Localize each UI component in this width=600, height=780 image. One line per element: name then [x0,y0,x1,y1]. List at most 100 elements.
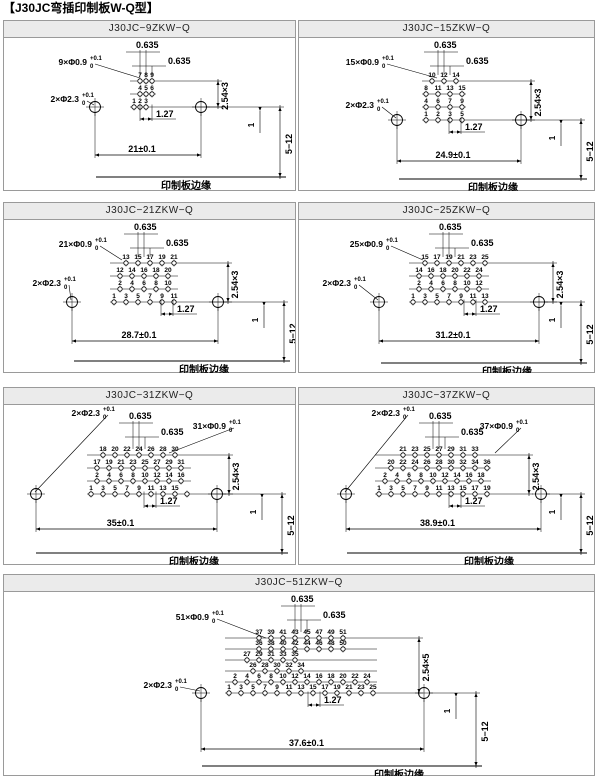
contact-number: 2 [118,280,122,287]
contact-hole [141,273,147,279]
contact-number: 24 [363,673,371,680]
arrowhead [72,339,76,343]
contact-hole [459,117,465,123]
contact-number: 4 [138,85,142,92]
vertical-pitch-label: 2.54×5 [421,654,431,682]
contact-hole [172,491,178,497]
contact-number: 4 [130,280,134,287]
contact-hole [441,78,447,84]
contact-number: 19 [333,684,341,691]
contact-hole [340,679,346,685]
arrowhead [216,81,220,85]
tolerance-upper: +0.1 [354,277,367,283]
contact-number: 29 [255,651,263,658]
contact-hole [256,646,262,652]
contact-number: 30 [273,662,281,669]
contact-number: 13 [159,485,167,492]
contact-hole [442,478,448,484]
contact-hole [165,273,171,279]
contact-number: 2 [436,111,440,118]
contact-hole [184,491,190,497]
contact-number: 45 [303,629,311,636]
contact-hole [424,465,430,471]
contact-number: 33 [279,651,287,658]
contact-number: 5 [136,293,140,300]
contact-number: 10 [279,673,287,680]
contact-number: 16 [177,472,185,479]
contact-hole-label: 25×Φ0.9 [350,239,383,249]
contact-number: 21 [457,254,465,261]
contact-number: 1 [227,684,231,691]
leader-line [216,618,267,639]
contact-number: 18 [477,472,485,479]
contact-number: 20 [164,267,172,274]
contact-hole [316,646,322,652]
contact-hole [149,91,155,97]
pitch-label: 0.635 [134,222,157,232]
contact-number: 1 [377,485,381,492]
contact-hole [435,91,441,97]
overall-width-label: 38.9±0.1 [420,518,455,528]
arrowhead [36,527,40,531]
arrowhead [579,549,583,553]
contact-hole [166,465,172,471]
overall-width-label: 24.9±0.1 [436,150,471,160]
arrowhead [169,312,173,316]
edge-distance-label: 5−12 [585,515,594,535]
contact-number: 9 [425,485,429,492]
vertical-pitch-label: 2.54×3 [531,463,541,491]
contact-hole [382,478,388,484]
contact-hole [154,478,160,484]
contact-hole [478,478,484,484]
contact-hole [484,491,490,497]
contact-hole [436,491,442,497]
contact-hole [292,679,298,685]
panel-title: J30JC−37ZKW−Q [299,388,594,405]
contact-hole-label: 9×Φ0.9 [59,57,88,67]
contact-hole [447,104,453,110]
tolerance-lower: 0 [354,285,358,291]
contact-number: 10 [429,472,437,479]
board-edge-label: 印制板边缘 [179,363,229,373]
arrowhead [559,302,563,306]
contact-hole [153,273,159,279]
contact-number: 21 [170,254,178,261]
contact-number: 21 [399,446,407,453]
contact-hole [136,491,142,497]
contact-number: 7 [125,485,129,492]
tolerance-upper: +0.1 [516,420,529,426]
contact-number: 11 [148,485,155,492]
tolerance-lower: 0 [95,246,99,252]
contact-number: 1 [89,485,93,492]
contact-hole [435,104,441,110]
contact-hole [472,465,478,471]
contact-hole [112,452,118,458]
contact-hole [268,635,274,641]
tolerance-upper: +0.1 [95,238,108,244]
tolerance-upper: +0.1 [175,679,188,685]
pitch-label: 0.635 [323,610,346,620]
tolerance-lower: 0 [229,428,233,434]
contact-hole [160,491,166,497]
contact-number: 8 [144,72,148,79]
contact-hole [472,452,478,458]
leader-line [99,245,123,261]
arrowhead [282,302,286,306]
contact-hole [106,465,112,471]
contact-number: 14 [453,472,461,479]
contact-hole [244,657,250,663]
contact-number: 9 [137,485,141,492]
contact-number: 30 [447,459,455,466]
arrowhead [417,689,421,693]
contact-number: 28 [435,459,443,466]
contact-hole [412,491,418,497]
tolerance-lower: 0 [377,107,381,113]
contact-hole-label: 21×Φ0.9 [59,239,92,249]
contact-hole [422,299,428,305]
contact-hole [256,679,262,685]
arrowhead [316,703,320,707]
contact-hole [460,452,466,458]
contact-number: 13 [446,85,454,92]
